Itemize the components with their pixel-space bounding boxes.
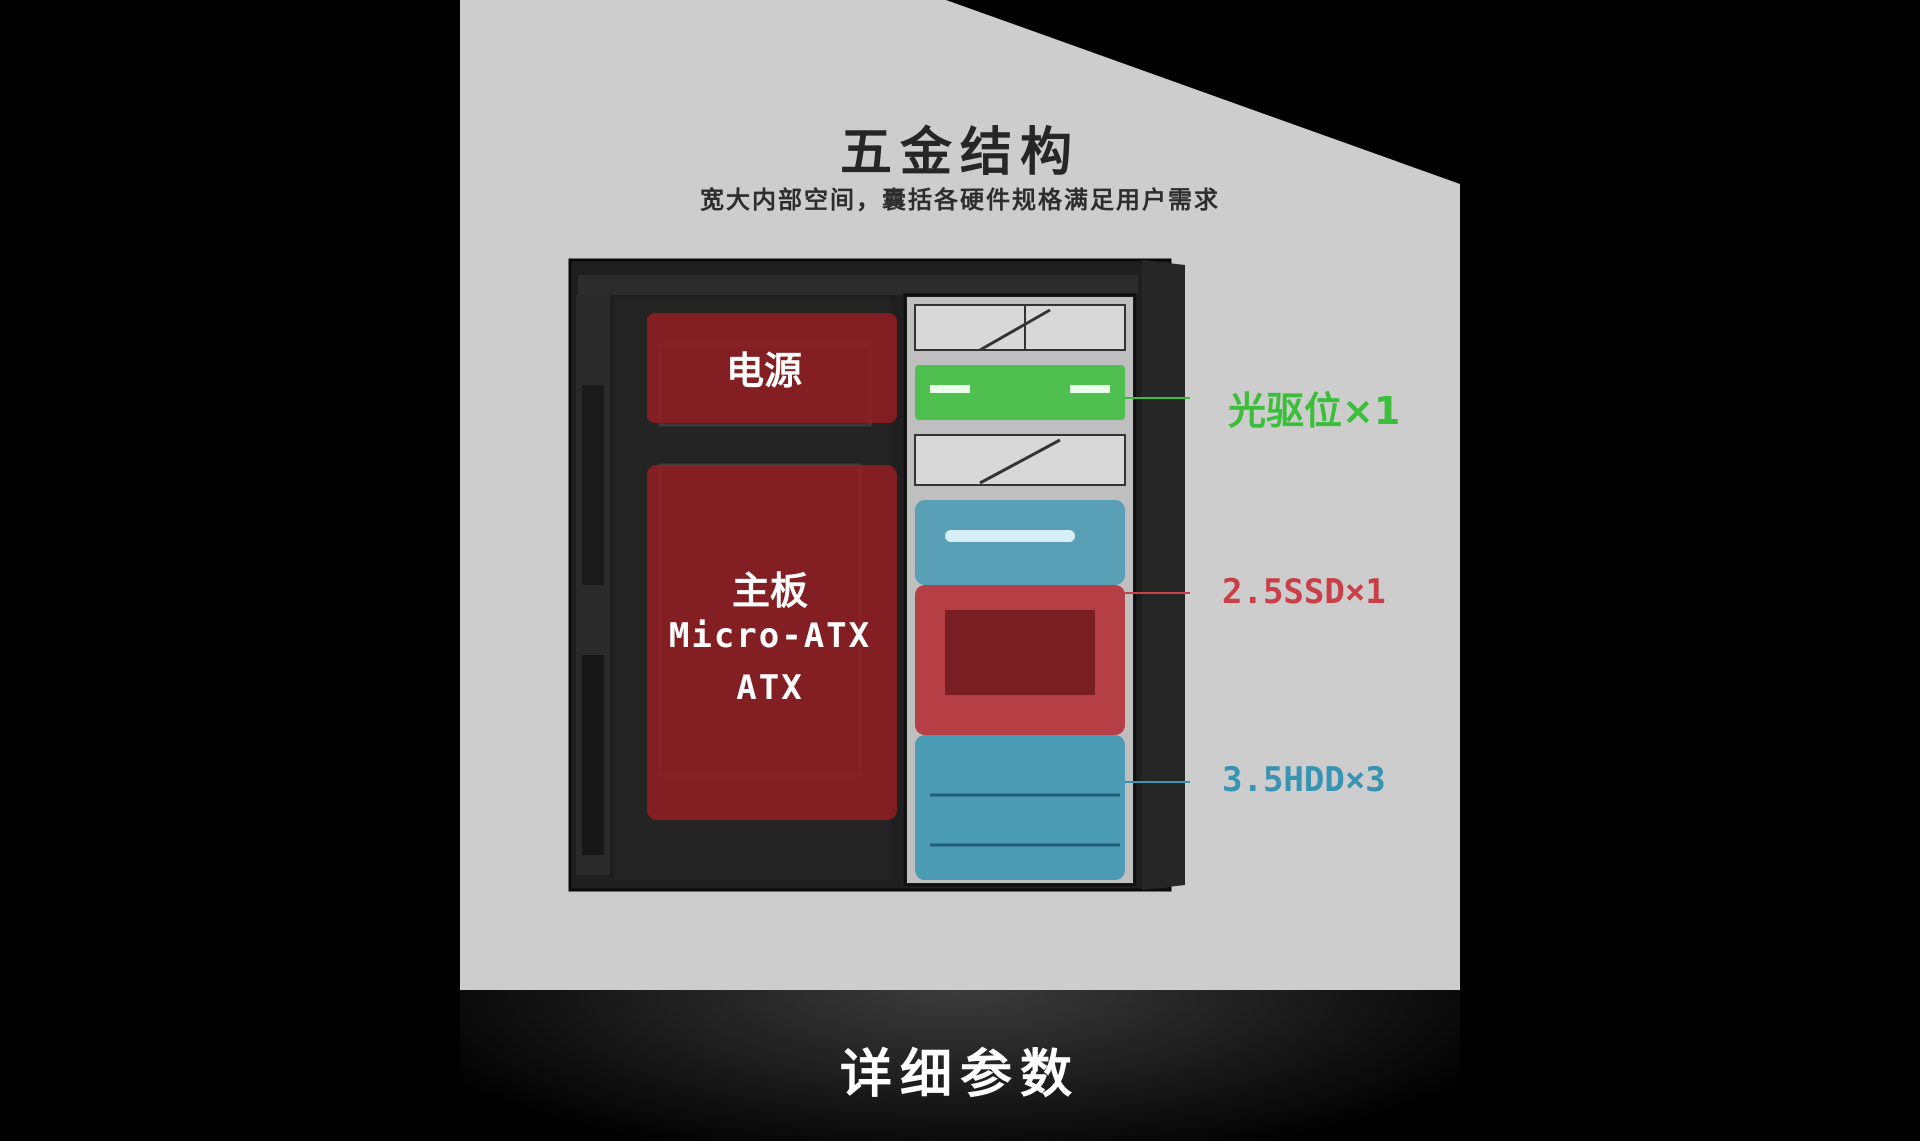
ssd-tray-zone <box>915 500 1125 585</box>
motherboard-zone <box>647 465 897 820</box>
footer-backdrop <box>460 990 1460 1141</box>
optical-drive-zone <box>915 365 1125 420</box>
rear-vent <box>582 385 604 585</box>
callout-hdd: 3.5HDD×3 <box>1222 760 1386 800</box>
psu-zone <box>647 313 897 423</box>
footer-title: 详细参数 <box>839 1045 1080 1105</box>
hdd-cage-zone <box>915 735 1125 880</box>
psu-label: 电源 <box>725 349 802 393</box>
callout-optical-drive: 光驱位×1 <box>1228 389 1401 433</box>
pc-case-interior-illustration <box>568 258 1190 892</box>
section-subtitle: 宽大内部空间，囊括各硬件规格满足用户需求 <box>700 186 1220 214</box>
chassis-front-edge <box>1142 260 1185 890</box>
motherboard-format-microatx: Micro-ATX <box>668 616 872 656</box>
motherboard-format-atx: ATX <box>736 668 804 708</box>
callout-ssd: 2.5SSD×1 <box>1222 572 1386 612</box>
drive-bay-top <box>914 304 1026 351</box>
top-rail <box>578 275 1138 295</box>
motherboard-label: 主板 <box>731 569 808 613</box>
section-title: 五金结构 <box>839 123 1080 183</box>
expansion-slots <box>582 655 604 855</box>
vent-mesh <box>945 610 1095 695</box>
